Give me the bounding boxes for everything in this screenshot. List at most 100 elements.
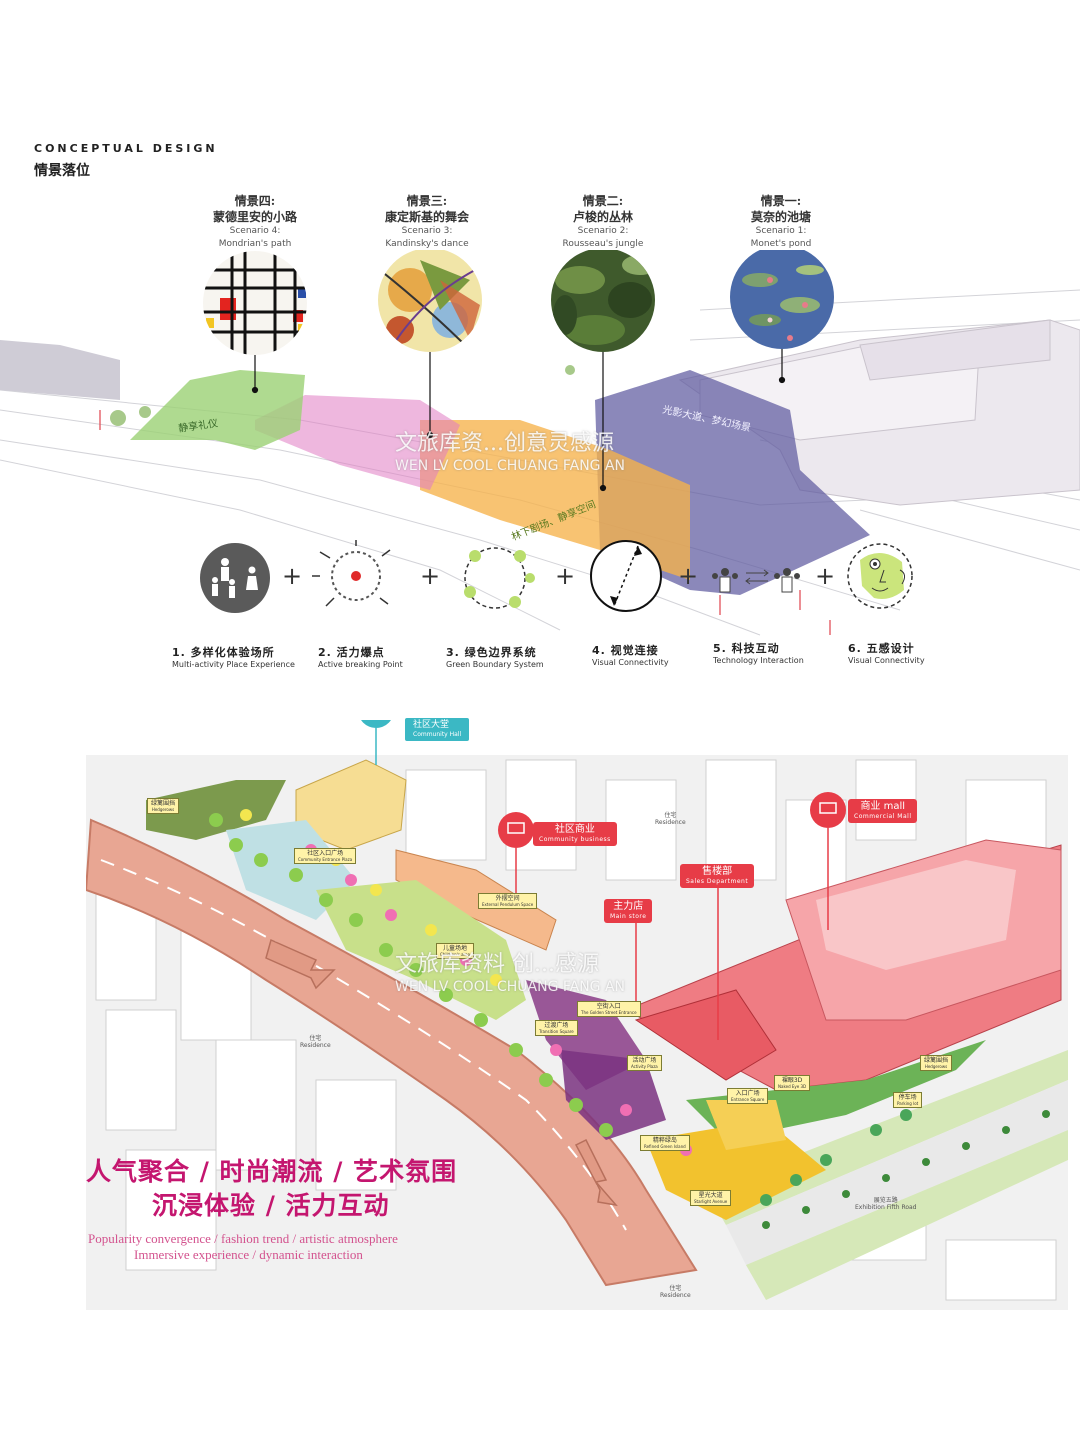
watermark-en-bottom: WEN LV COOL CHUANG FANG AN [395,979,626,995]
pin-community-business: 社区商业 Community business [533,822,617,846]
pin-community-business-en: Community business [539,836,611,843]
scenario-4-en-title: Mondrian's path [218,239,292,249]
label-exhibition-road-en: Exhibition Fifth Road [855,1204,917,1211]
feature-5-en: Technology Interaction [713,656,804,665]
green-zone [130,370,305,450]
scenario-3-en-title: Kandinsky's dance [385,239,469,249]
plus-sign-5: + [815,562,836,590]
tech-interaction-icon [712,568,800,593]
pin-commercial-mall-en: Commercial Mall [854,813,912,820]
monet-painting-thumb [730,250,834,349]
pin-main-store: 主力店 Main store [604,899,653,923]
feature-5-caption: 5. 科技互动 Technology Interaction [713,640,804,665]
label-parking-lot-cn: 停车场 [898,1094,917,1101]
pin-sales-department-cn: 售楼部 [702,866,733,877]
label-residence-3-cn: 住宅 [669,1285,682,1292]
plus-sign-1: + [282,562,303,590]
scenario-3-en-number: Scenario 3: [401,226,453,236]
label-hedgerows-east-cn: 绿篱围挡 [924,1057,949,1064]
watermark-cn-bottom: 文旅库资料 创...感源 [395,952,599,977]
pin-community-hall-en: Community Hall [413,731,462,738]
burst-point-icon [312,540,391,607]
label-starlight-avenue-en: Starlight Avenue [694,1199,728,1204]
scenario-3-caption: 情景三: 康定斯基的舞会 Scenario 3: Kandinsky's dan… [352,194,502,251]
label-residence-2-cn: 住宅 [309,1035,322,1042]
label-hedgerows-west-cn: 绿篱围挡 [151,800,176,807]
scenario-1-en-number: Scenario 1: [755,226,807,236]
scenario-2-en-title: Rousseau's jungle [562,239,644,249]
label-residence-1-cn: 住宅 [664,812,677,819]
scenario-2-caption: 情景二: 卢梭的丛林 Scenario 2: Rousseau's jungle [528,194,678,251]
feature-2-en: Active breaking Point [318,660,403,669]
scenario-4-caption: 情景四: 蒙德里安的小路 Scenario 4: Mondrian's path [180,194,330,251]
scenario-4-en-number: Scenario 4: [229,226,281,236]
label-entrance-square-cn: 入口广场 [735,1090,760,1097]
community-business-building [395,849,557,951]
pin-commercial-mall: 商业 mall Commercial Mall [848,799,918,823]
label-starlight-avenue-cn: 星光大道 [698,1192,723,1199]
scenario-1-number: 情景一: [760,194,802,208]
road-centerline [100,859,627,1231]
plus-sign-4: + [678,562,699,590]
slogan-line-2: 沉浸体验 / 活力互动 [152,1191,390,1220]
hedgerow-west [146,780,286,840]
label-residence-1-en: Residence [655,819,686,826]
pin-main-store-en: Main store [610,913,647,920]
mondrian-painting-thumb [203,251,307,355]
entrance-square [706,1100,786,1150]
activity-plaza [561,1050,666,1140]
label-naked-eye-3d-en: Naked Eye 3D [778,1084,807,1089]
lamp-posts [99,410,831,635]
feature-1-caption: 1. 多样化体验场所 Multi-activity Place Experien… [172,644,295,669]
feature-2-caption: 2. 活力爆点 Active breaking Point [318,644,403,669]
scenario-1-en-title: Monet's pond [750,239,812,249]
commercial-mall-block [624,839,1062,1091]
site-plan-illustration [86,720,1068,1310]
label-entrance-square-en: Entrance Square [731,1097,765,1102]
plus-sign-2: + [420,562,441,590]
scenario-1-title: 莫奈的池塘 [750,210,811,224]
kandinsky-painting-thumb [378,250,482,352]
scenario-4-number: 情景四: [234,194,276,208]
feature-4-cn: 4. 视觉连接 [592,644,659,657]
feature-3-caption: 3. 绿色边界系统 Green Boundary System [446,644,544,669]
feature-2-cn: 2. 活力爆点 [318,646,385,659]
header-title-cn: 情景落位 [34,163,90,179]
plus-sign-3: + [555,562,576,590]
feature-6-en: Visual Connectivity [848,656,925,665]
five-senses-icon [847,543,913,609]
feature-5-cn: 5. 科技互动 [713,642,780,655]
slogan-en-line-1: Popularity convergence / fashion trend /… [88,1231,398,1246]
label-childrens-area-cn: 儿童场地 [443,945,468,952]
people-activity-icon [200,543,270,613]
slogan-en-line-2: Immersive experience / dynamic interacti… [134,1247,363,1262]
label-golden-street-entrance-en: The Golden Street Entrance [581,1010,637,1015]
slogan-line-1: 人气聚合 / 时尚潮流 / 艺术氛围 [86,1157,458,1186]
label-parking-lot-en: Parking lot [897,1101,919,1106]
pin-sales-department-en: Sales Department [686,878,749,885]
left-building-block [0,340,120,400]
feature-1-en: Multi-activity Place Experience [172,660,295,669]
label-community-entrance-plaza-cn: 社区入口广场 [307,850,344,857]
rousseau-painting-thumb [551,250,655,352]
pin-main-store-cn: 主力店 [613,901,644,912]
main-road [86,818,698,1287]
label-naked-eye-3d-cn: 裸眼3D [781,1077,803,1084]
trees [110,365,575,426]
feature-6-caption: 6. 五感设计 Visual Connectivity [848,640,925,665]
feature-icons-row [200,540,913,613]
pin-community-business-cn: 社区商业 [554,824,595,835]
header-title-en: CONCEPTUAL DESIGN [34,142,218,155]
garden-area [316,880,526,1020]
label-exhibition-road-cn: 展览五路 [873,1197,898,1204]
label-refined-green-island-cn: 精粹绿岛 [652,1137,677,1144]
pin-commercial-mall-cn: 商业 mall [860,801,906,812]
